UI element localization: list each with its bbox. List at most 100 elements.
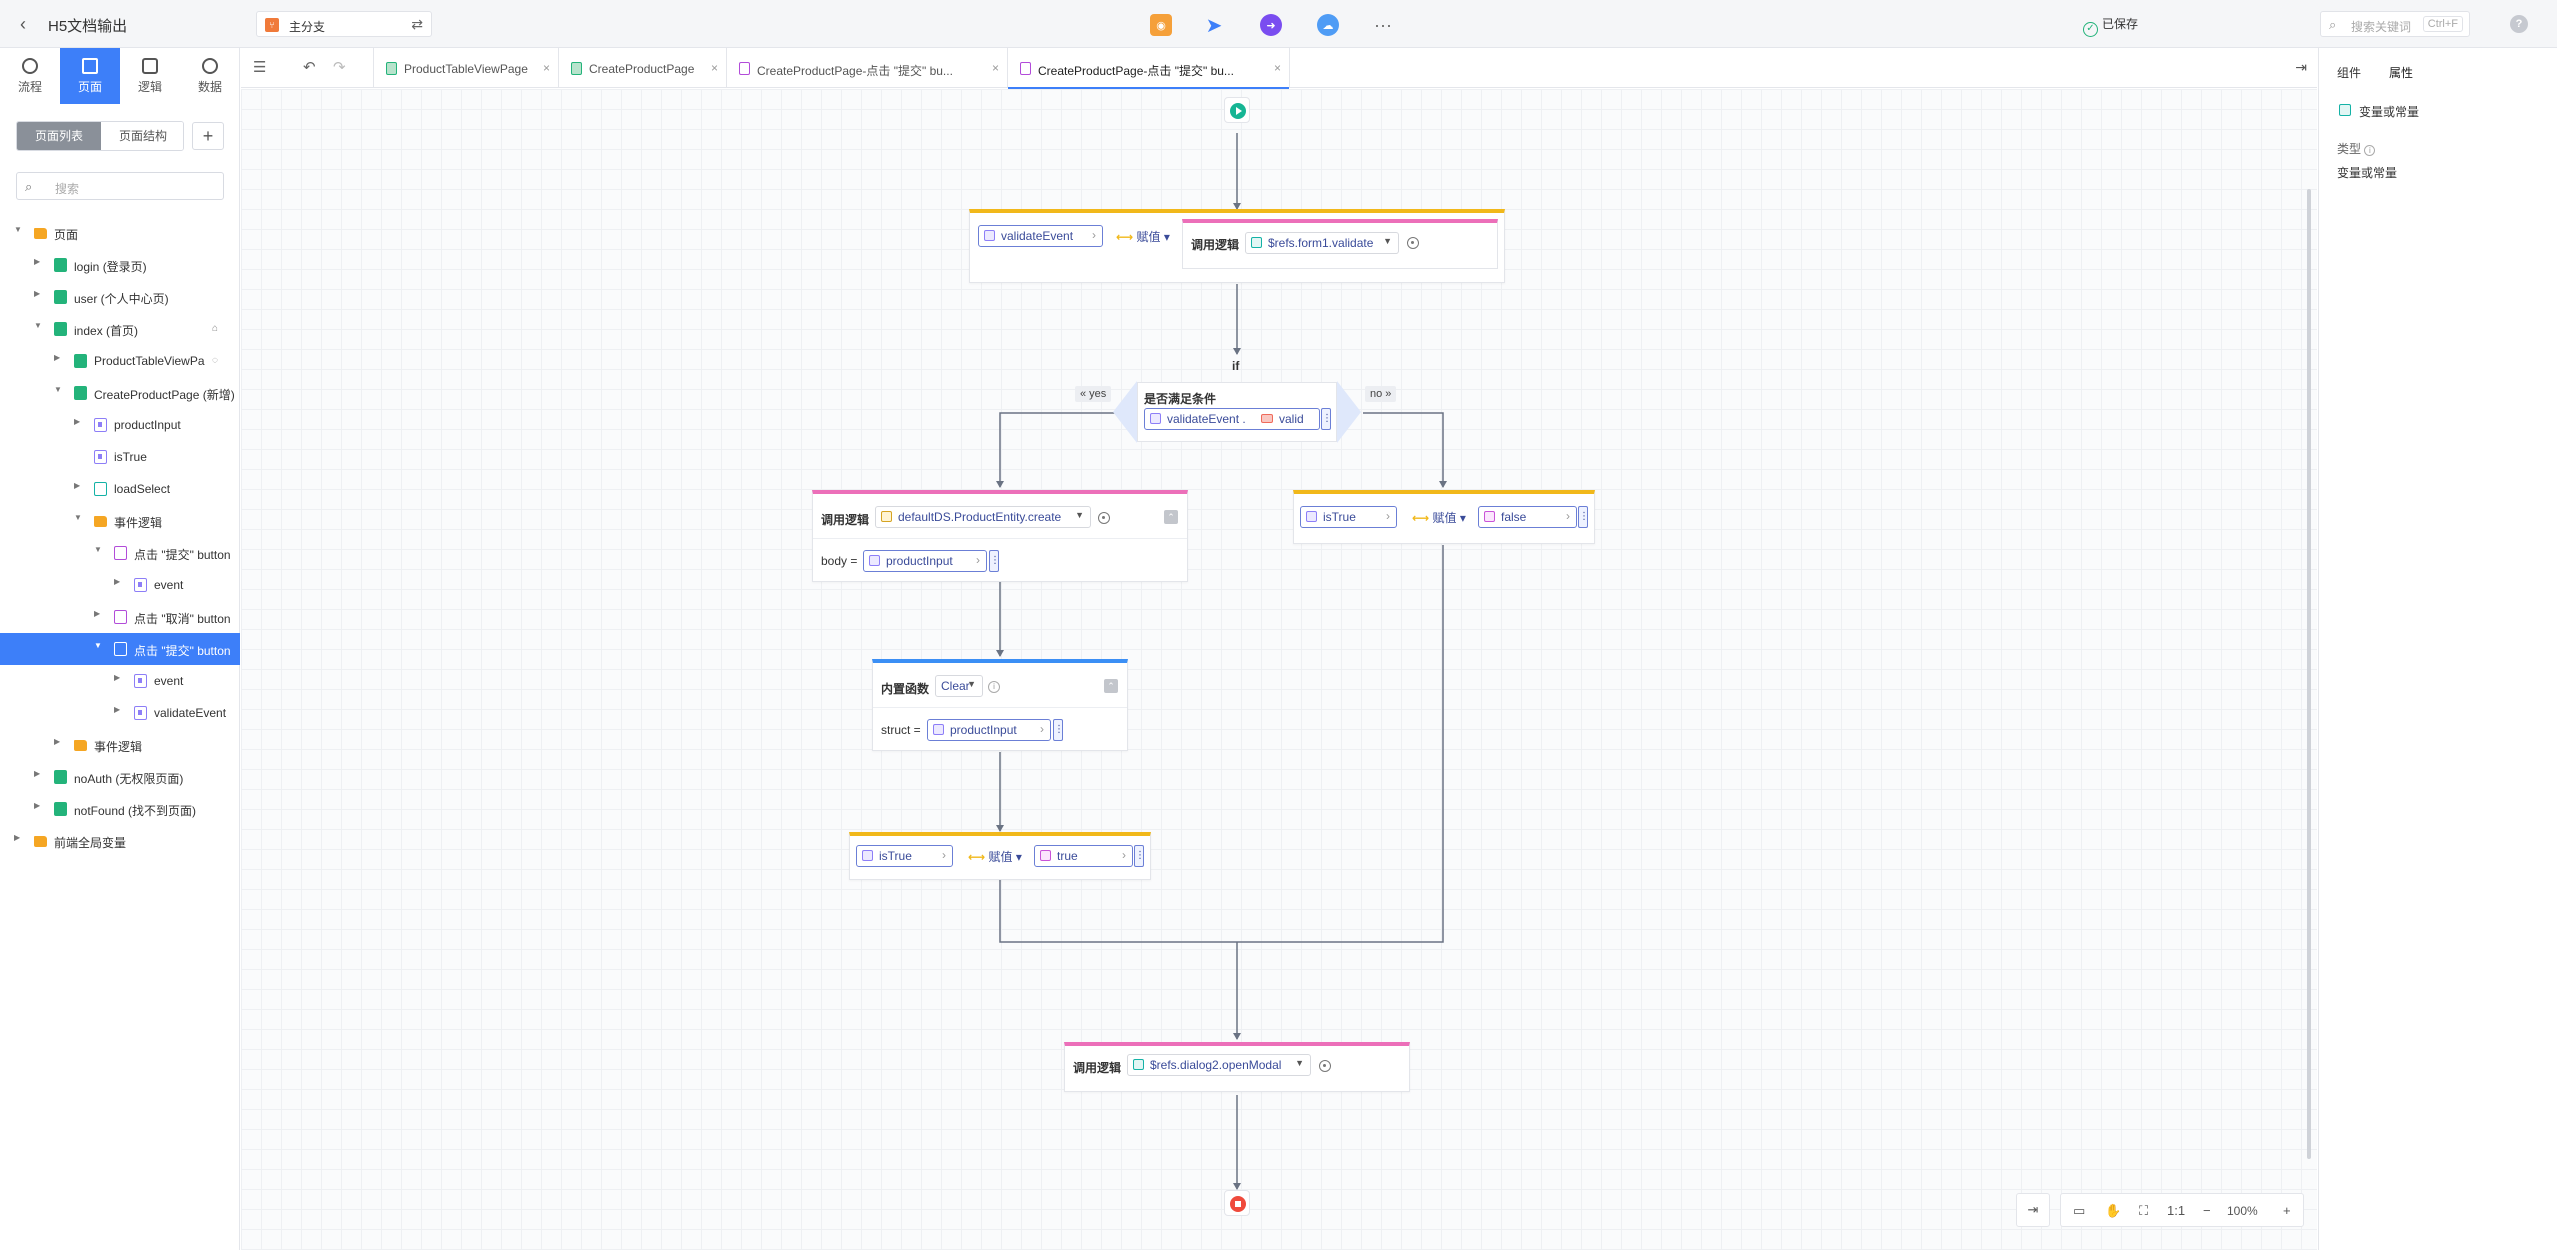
tree-item[interactable]: ▶前端全局变量 — [0, 825, 240, 857]
logic-target-select[interactable]: $refs.dialog2.openModal▼ — [1127, 1054, 1311, 1076]
more-vert-icon[interactable]: ⋮ — [1053, 719, 1064, 741]
chevron-down-icon[interactable]: ▼ — [54, 385, 62, 394]
actual-size-button[interactable]: 1:1 — [2167, 1203, 2186, 1218]
tree-search-input[interactable]: ⌕ 搜索 — [16, 172, 224, 200]
publish-icon[interactable]: ➤ — [1205, 14, 1223, 37]
minimap-icon[interactable]: ▭ — [2073, 1203, 2086, 1218]
tree-item[interactable]: ▶点击 "取消" button — [0, 601, 240, 633]
param-value-pill[interactable]: productInput› — [863, 550, 987, 572]
tree-item[interactable]: ▼事件逻辑 — [0, 505, 240, 537]
assign-node[interactable]: isTrue› ⟷ 赋值 ▾ false› ⋮ — [1293, 490, 1595, 544]
call-logic-node[interactable]: 调用逻辑 defaultDS.ProductEntity.create▼ ⌃ b… — [812, 490, 1188, 582]
tab-properties[interactable]: 属性 — [2389, 66, 2414, 80]
tree-item[interactable]: ▶noAuth (无权限页面) — [0, 761, 240, 793]
tab-flow[interactable]: 流程 — [0, 48, 60, 104]
value-pill[interactable]: true› — [1034, 845, 1133, 867]
vertical-scrollbar[interactable] — [2307, 189, 2311, 1159]
info-icon[interactable]: i — [2364, 145, 2376, 156]
logic-canvas[interactable]: validateEvent› ⟷ 赋值 ▾ 调用逻辑 $refs.form1.v… — [241, 89, 2317, 1250]
tree-item[interactable]: ▼点击 "提交" button — [0, 537, 240, 569]
swap-icon[interactable]: ⇄ — [411, 16, 423, 32]
call-logic-node[interactable]: 调用逻辑 $refs.form1.validate▼ — [1182, 219, 1498, 269]
add-button[interactable]: + — [192, 122, 224, 150]
collapse-icon[interactable]: ⌃ — [1164, 510, 1178, 524]
assign-node[interactable]: validateEvent› ⟷ 赋值 ▾ 调用逻辑 $refs.form1.v… — [969, 209, 1505, 283]
tree-item[interactable]: ▶notFound (找不到页面) — [0, 793, 240, 825]
help-icon[interactable]: ? — [2510, 15, 2528, 33]
chevron-right-icon[interactable]: ▶ — [34, 769, 41, 778]
close-icon[interactable]: × — [542, 61, 550, 75]
tree-item[interactable]: ▶事件逻辑 — [0, 729, 240, 761]
tree-item[interactable]: ▶validateEvent — [0, 697, 240, 729]
chevron-down-icon[interactable]: ▼ — [94, 641, 102, 650]
undo-icon[interactable]: ↶ — [303, 59, 316, 76]
close-icon[interactable]: × — [991, 61, 999, 75]
chevron-right-icon[interactable]: ▶ — [114, 673, 121, 682]
start-node[interactable] — [1224, 97, 1250, 123]
tab-logic[interactable]: 逻辑 — [120, 48, 180, 104]
chevron-right-icon[interactable]: ▶ — [74, 481, 81, 490]
collapse-tree-icon[interactable]: ☰ — [253, 59, 267, 76]
chevron-right-icon[interactable]: ▶ — [34, 289, 41, 298]
chevron-down-icon[interactable]: ▼ — [14, 225, 22, 234]
chevron-right-icon[interactable]: ▶ — [34, 257, 41, 266]
tree-item[interactable]: ▶productInput — [0, 409, 240, 441]
chevron-right-icon[interactable]: ▶ — [34, 801, 41, 810]
tree-item[interactable]: ▼点击 "提交" button — [0, 633, 240, 665]
preview-icon[interactable]: ◉ — [1150, 14, 1172, 36]
tree-item[interactable]: isTrue — [0, 441, 240, 473]
fit-screen-icon[interactable]: ⛶ — [2139, 1203, 2149, 1218]
fit-to-end-icon[interactable]: ⇥ — [2016, 1193, 2050, 1227]
tree-item[interactable]: ▼CreateProductPage (新增) — [0, 377, 240, 409]
settings-icon[interactable] — [1319, 1060, 1331, 1072]
tree-item[interactable]: ▼index (首页)⌂ — [0, 313, 240, 345]
more-vert-icon[interactable]: ⋮ — [1134, 845, 1145, 867]
close-icon[interactable]: × — [710, 61, 718, 75]
builtin-function-node[interactable]: 内置函数 Clear▼ i ⌃ struct = productInput› ⋮ — [872, 659, 1128, 751]
zoom-out-button[interactable]: − — [2203, 1203, 2211, 1218]
editor-tab[interactable]: ProductTableViewPage × — [373, 48, 559, 88]
tree-item[interactable]: ▶loadSelect — [0, 473, 240, 505]
call-logic-node[interactable]: 调用逻辑 $refs.dialog2.openModal▼ — [1064, 1042, 1410, 1092]
info-icon[interactable]: i — [988, 681, 1000, 693]
variable-pill[interactable]: isTrue› — [856, 845, 953, 867]
chevron-down-icon[interactable]: ▼ — [94, 545, 102, 554]
tab-components[interactable]: 组件 — [2337, 66, 2362, 80]
more-icon[interactable]: ··· — [1374, 14, 1392, 35]
more-vert-icon[interactable]: ⋮ — [1321, 408, 1332, 430]
value-pill[interactable]: false› — [1478, 506, 1577, 528]
collapse-icon[interactable]: ⌃ — [1104, 679, 1118, 693]
editor-tab[interactable]: CreateProductPage × — [559, 48, 727, 88]
collapse-panel-icon[interactable]: ⇥ — [2295, 59, 2307, 75]
branch-selector[interactable]: ⑂ 主分支 ⇄ — [256, 11, 432, 37]
chevron-right-icon[interactable]: ▶ — [54, 353, 61, 362]
zoom-in-button[interactable]: + — [2283, 1203, 2291, 1218]
end-node[interactable] — [1224, 1190, 1250, 1216]
condition-node[interactable]: 是否满足条件 validateEvent .valid ⋮ — [1137, 382, 1337, 442]
assign-operator[interactable]: ⟷ 赋值 ▾ — [968, 850, 1022, 864]
chevron-right-icon[interactable]: ▶ — [74, 417, 81, 426]
close-icon[interactable]: × — [1273, 61, 1281, 75]
editor-tab[interactable]: CreateProductPage-点击 "提交" bu... × — [727, 48, 1008, 88]
settings-icon[interactable] — [1407, 237, 1419, 249]
assign-node[interactable]: isTrue› ⟷ 赋值 ▾ true› ⋮ — [849, 832, 1151, 880]
variable-pill[interactable]: validateEvent› — [978, 225, 1103, 247]
chevron-right-icon[interactable]: ▶ — [54, 737, 61, 746]
subtab-page-list[interactable]: 页面列表 — [17, 122, 101, 150]
tree-item[interactable]: ▶event — [0, 569, 240, 601]
back-icon[interactable]: ‹ — [20, 14, 26, 34]
subtab-page-structure[interactable]: 页面结构 — [101, 122, 183, 150]
tab-page[interactable]: 页面 — [60, 48, 120, 104]
chevron-right-icon[interactable]: ▶ — [94, 609, 101, 618]
chevron-down-icon[interactable]: ▼ — [34, 321, 42, 330]
hand-icon[interactable]: ✋ — [2105, 1203, 2122, 1218]
condition-expression[interactable]: validateEvent .valid — [1144, 408, 1320, 430]
tab-data[interactable]: 数据 — [180, 48, 240, 104]
logic-target-select[interactable]: defaultDS.ProductEntity.create▼ — [875, 506, 1091, 528]
chevron-right-icon[interactable]: ▶ — [114, 705, 121, 714]
chevron-right-icon[interactable]: ▶ — [114, 577, 121, 586]
tree-item[interactable]: ▶login (登录页) — [0, 249, 240, 281]
variable-pill[interactable]: isTrue› — [1300, 506, 1397, 528]
global-search[interactable]: ⌕ 搜索关键词 Ctrl+F — [2320, 11, 2470, 37]
more-vert-icon[interactable]: ⋮ — [1578, 506, 1589, 528]
